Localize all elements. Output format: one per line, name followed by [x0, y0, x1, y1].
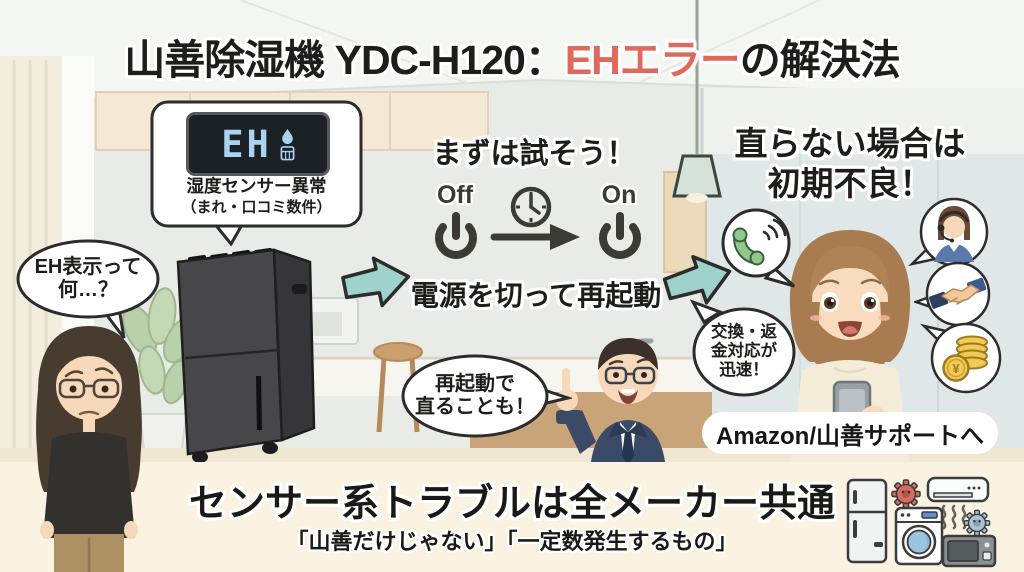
restart-line2: 直ることも！: [415, 396, 535, 418]
bubble-shape: [16, 239, 160, 339]
question-line2: 何…？: [58, 279, 118, 301]
confused-woman-illustration: [36, 326, 142, 572]
air-conditioner-icon: [926, 476, 990, 503]
exchange-line1: 交換・返: [711, 323, 777, 341]
humidity-indicator-icon: [280, 128, 295, 161]
title-suffix: の解決法: [739, 37, 901, 83]
man-pointing-illustration: [556, 338, 666, 470]
yen-coins-icon: ¥: [942, 335, 988, 382]
exchange-line3: 迅速！: [719, 361, 769, 379]
phone-bubble: [721, 208, 796, 288]
washing-machine-icon: [894, 506, 944, 566]
support-heading-line2: 初期不良！: [767, 165, 933, 202]
question-bubble: EH表示って 何…？: [14, 238, 172, 342]
operator-bubble: [908, 197, 989, 267]
coins-bubble: ¥: [920, 322, 1002, 394]
water-tank-icon: [280, 145, 295, 160]
power-on-icon: [599, 212, 641, 259]
footer-heading: センサー系トラブルは全メーカー共通: [188, 483, 835, 525]
flow-arrow-icon: [341, 256, 411, 308]
retry-heading: まずは試そう！: [432, 138, 636, 170]
clock-icon: [510, 186, 552, 228]
fridge-icon: [846, 478, 888, 564]
support-operator-icon: [934, 206, 974, 262]
support-heading: 直らない場合は 初期不良！: [700, 124, 1000, 204]
error-display-bubble: EH 湿度センサー異常 （まれ・口コミ数件）: [150, 100, 365, 247]
eh-display: EH: [186, 112, 330, 176]
flow-arrow-icon: [662, 254, 732, 305]
off-label: Off: [436, 181, 474, 209]
question-line1: EH表示って: [34, 256, 142, 278]
microwave-icon: [941, 534, 997, 568]
title-highlight: EHエラー: [564, 37, 741, 83]
footer-subheading: 「山善だけじゃない」「一定数発生するもの」: [286, 529, 738, 554]
on-label: On: [601, 181, 637, 209]
retry-caption: 電源を切って再起動: [410, 280, 662, 311]
bubble-shape: [689, 299, 796, 397]
exchange-line2: 金対応が: [711, 342, 777, 360]
bubble-shape: [401, 354, 574, 438]
error-note: （まれ・口コミ数件）: [181, 199, 332, 216]
restart-line1: 再起動で: [435, 373, 515, 395]
exchange-bubble: 交換・返 金対応が 迅速！: [688, 298, 798, 398]
dehumidifier-illustration: [176, 248, 316, 463]
title-prefix: 山善除湿機 YDC-H120：: [124, 37, 566, 83]
support-heading-line1: 直らない場合は: [734, 125, 966, 162]
droplet-icon: [281, 128, 293, 144]
support-badge: Amazon/山善サポートへ: [702, 412, 998, 454]
yen-symbol: ¥: [952, 361, 960, 376]
eh-code: EH: [221, 122, 272, 166]
handshake-bubble: [914, 261, 991, 327]
home-appliances-icons: [846, 476, 997, 568]
phone-icon: [732, 218, 787, 266]
restart-arrow-icon: [490, 224, 580, 250]
power-off-icon: [435, 212, 477, 259]
page-title: 山善除湿機 YDC-H120：EHエラーの解決法: [0, 26, 1024, 86]
restart-bubble: 再起動で 直ることも！: [400, 352, 574, 444]
handshake-icon: [928, 277, 987, 309]
error-label: 湿度センサー異常: [186, 176, 327, 196]
